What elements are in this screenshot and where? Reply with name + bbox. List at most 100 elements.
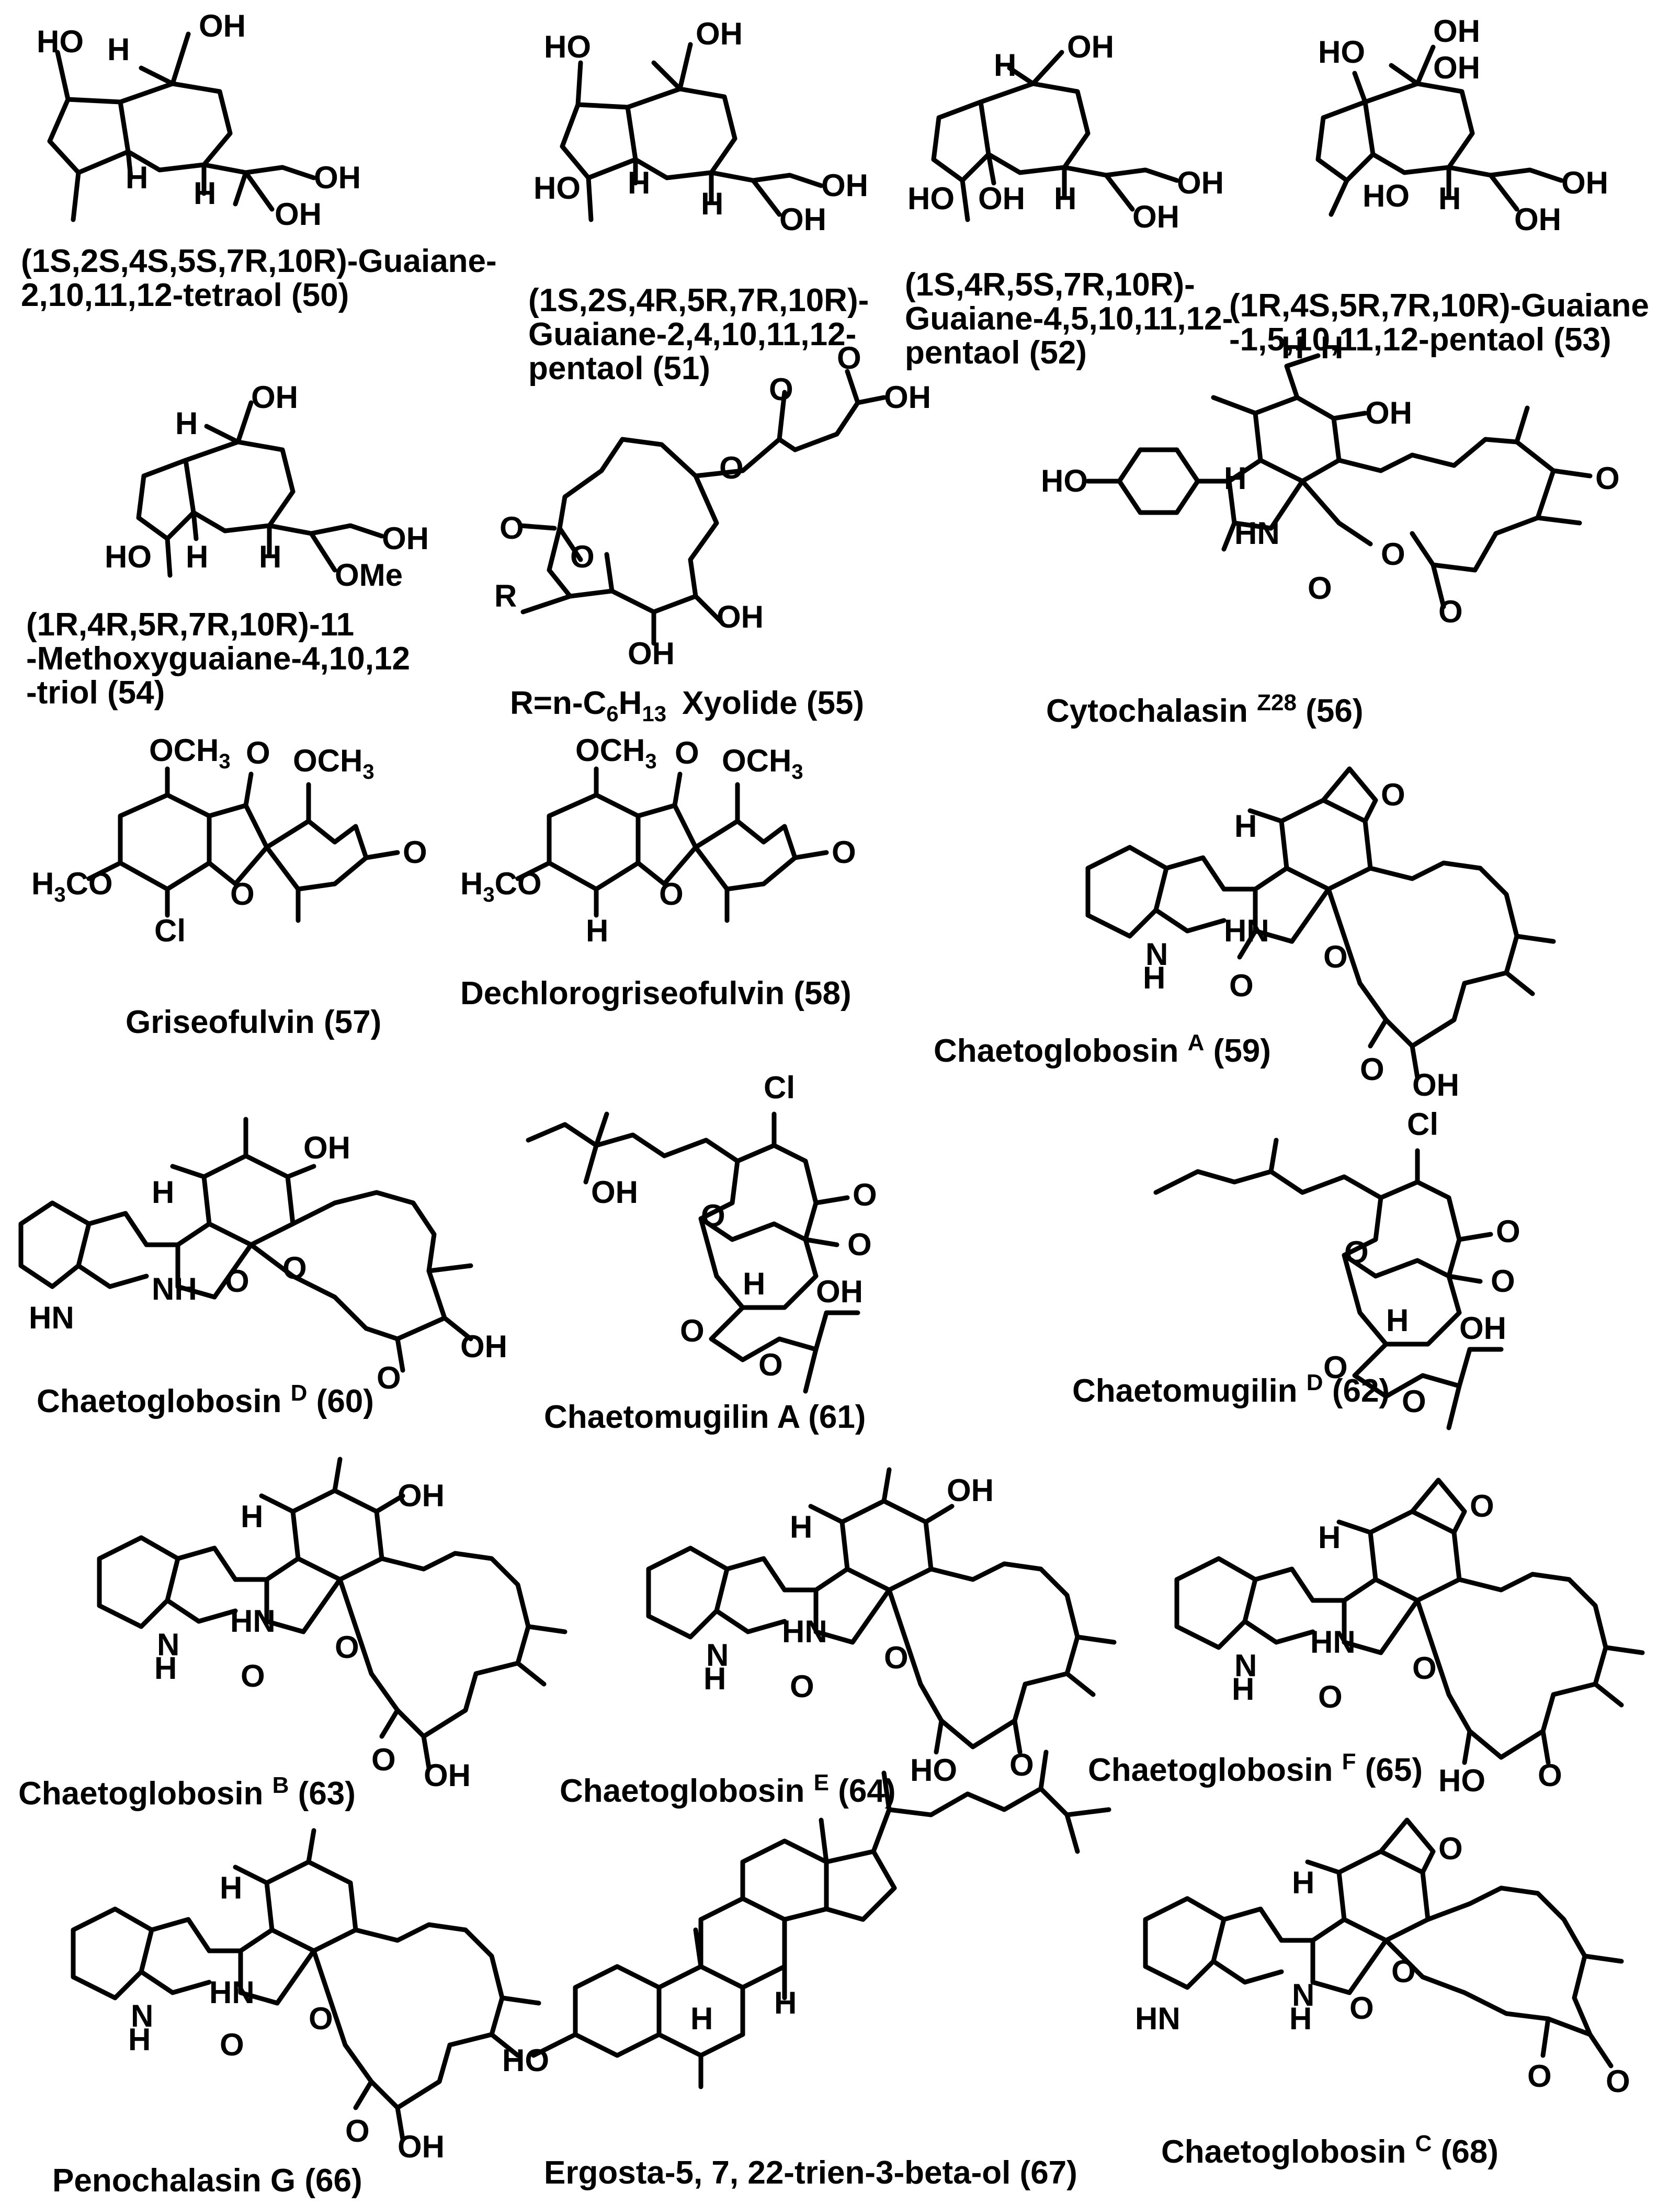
atom-label: HO [1041,463,1088,498]
atom-label: O [1360,1052,1384,1087]
atom-label: H [220,1870,242,1905]
atom-label: OMe [335,558,403,593]
substituent-prefix: R=n-C [510,685,606,721]
atom-label: O [769,372,793,407]
compound-name: Penochalasin G (66) [52,2163,362,2199]
compound-name: Chaetoglobosin B (63) [18,1764,356,1812]
atom-label: O [241,1658,265,1693]
atom-label: O [1527,2059,1552,2094]
structure-61: Cl O O O H OH OH O O Chaetomugilin A (61… [526,1070,877,1435]
atom-label: H3CO [31,866,113,906]
atom-label: H [628,165,650,200]
atom-label: OH [779,202,826,237]
compound-name: Chaetoglobosin A (59) [934,1021,1271,1069]
compound-number: (61) [808,1399,866,1435]
compound-name: -1,5,10,11,12-pentaol (53) [1229,322,1611,358]
compound-name: 2,10,11,12-tetraol (50) [21,277,349,313]
atom-label: OH [591,1175,638,1210]
compound-name: Dechlorogriseofulvin (58) [460,975,852,1011]
atom-label: OH [1433,14,1480,49]
atom-label: HO [544,29,591,64]
compound-name: Chaetoglobosin [18,1776,263,1812]
atom-label: H [690,2001,713,2036]
atom-label: OH [884,380,931,415]
atom-label: O [1391,1954,1416,1989]
atom-label: H [1054,181,1076,216]
compound-number: (63) [298,1776,356,1812]
atom-label: H [1281,330,1304,365]
atom-label: O [1496,1214,1520,1249]
atom-label: O [1402,1384,1426,1419]
atom-label: HO [910,1753,957,1788]
atom-label: HO [105,539,152,574]
structure-65: O H HN O O HO O N H Chaetoglobosin F (65… [1088,1477,1645,1798]
atom-label: O [1538,1758,1562,1793]
compound-superscript: E [814,1770,829,1795]
atom-label: N [1234,1648,1257,1683]
compound-name: Chaetoglobosin D (60) [37,1372,374,1419]
atom-label: R [494,578,517,613]
atom-label: O [701,1198,725,1233]
atom-label: OH [816,1274,863,1309]
structure-50: HO OH H H H OH OH (1S,2S,4S,5S,7R,10R)-G… [21,8,497,313]
compound-name: Ergosta-5, 7, 22-trien-3-beta-ol (67) [544,2155,1077,2191]
compound-number: (65) [1365,1752,1423,1788]
compound-name: pentaol [528,350,643,387]
compound-number: (66) [304,2163,362,2199]
atom-label: HO [907,181,955,216]
atom-label: H [1321,330,1343,365]
atom-label: O [1595,461,1620,496]
atom-label: O [1318,1679,1343,1714]
atom-label: O [371,1742,396,1777]
compound-name: Griseofulvin [126,1004,315,1040]
atom-label: H [186,539,208,574]
atom-label: HN [230,1604,276,1639]
compound-number: (58) [793,975,851,1011]
structure-64: OH H HN O O HO O N H Chaetoglobosin E (6… [560,1467,1117,1809]
compound-name: Chaetoglobosin [1088,1752,1333,1788]
compound-name: Chaetoglobosin [934,1033,1178,1069]
compound-name: -triol (54) [26,675,165,711]
compound-name: (1R,4S,5R,7R,10R)-Guaiane [1229,288,1649,324]
structure-66: H HN O O O OH N H Penochalasin G (66) [52,1828,541,2199]
atom-label: HO [502,2043,549,2078]
atom-label: H [126,160,148,195]
compound-name: -Methoxyguaiane-4,10,12 [26,641,410,677]
atom-label: OH [460,1329,507,1364]
atom-label: O [758,1347,783,1382]
atom-label: O [1381,777,1405,812]
atom-label: OH [1365,395,1412,430]
compound-name: Guaiane-4,5,10,11,12- [905,301,1233,337]
atom-label: H [152,1175,174,1210]
compound-name: Ergosta-5, 7, 22-trien-3-beta-ol [544,2155,1011,2191]
compound-name: pentaol (52) [905,335,1087,371]
compound-name: Chaetoglobosin F (65) [1088,1741,1423,1788]
structure-68: O H N H O O O O HN Chaetoglobosin C (68) [1135,1817,1630,2170]
compound-name: pentaol [905,335,1020,371]
structure-53: HO OH OH HO H OH OH (1R,4S,5R,7R,10R)-Gu… [1229,14,1649,358]
atom-label: O [1412,1651,1437,1686]
atom-label: Cl [154,913,186,948]
compound-name: -1,5,10,11,12-pentaol [1229,322,1545,358]
atom-label: O [335,1630,359,1665]
atom-label: O [1491,1264,1515,1299]
atom-label: OH [1177,165,1224,200]
atom-label: O [230,877,255,912]
atom-label: OH [1132,199,1179,234]
atom-label: O [1438,594,1463,629]
compound-superscript: B [273,1772,289,1798]
compound-number: (57) [324,1004,381,1040]
atom-label: OH [947,1473,994,1508]
atom-subscript: 3 [483,883,494,906]
atom-label: N [706,1638,729,1673]
atom-label: O [403,835,427,870]
atom-label: O [1438,1831,1463,1866]
atom-label: H [1234,809,1257,844]
structure-63: OH H HN O O O OH N H Chaetoglobosin B (6… [18,1457,567,1812]
structure-59: O H HN O O O OH N H Chaetoglobosin A (59… [934,766,1556,1102]
compound-number: (56) [1306,693,1363,729]
compound-name: -triol [26,675,98,711]
structure-60: OH H NH O O O OH HN Chaetoglobosin D (60… [18,1117,507,1419]
atom-label: HO [533,171,581,206]
